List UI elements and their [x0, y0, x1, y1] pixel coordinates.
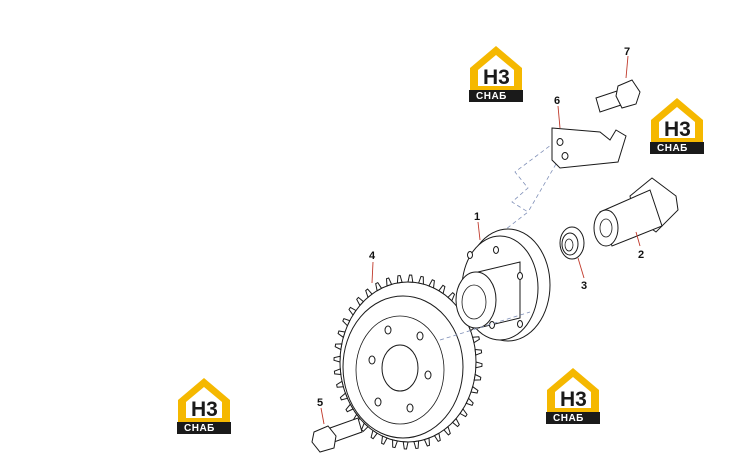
- gear-tooth: [472, 336, 480, 344]
- callout-1: 1: [474, 211, 480, 223]
- gear-tooth: [342, 317, 351, 327]
- gear-tooth: [333, 355, 341, 363]
- hub-flange: [455, 228, 551, 342]
- gear-tooth: [470, 385, 479, 394]
- watermark-logo: H3 СНАБ: [177, 378, 231, 434]
- spur-gear: [333, 274, 483, 450]
- leader-line-7: [625, 55, 629, 79]
- mounting-bracket: [551, 127, 627, 169]
- gear-tooth: [396, 274, 403, 284]
- leader-line-3: [577, 257, 585, 279]
- gear-tooth: [451, 417, 460, 428]
- gear-tooth: [447, 292, 456, 302]
- callout-2: 2: [638, 249, 644, 261]
- svg-text:H3: H3: [483, 66, 510, 89]
- gear-tooth: [336, 380, 344, 388]
- gear-tooth: [473, 373, 482, 381]
- gear-tooth: [339, 392, 349, 401]
- gear-tooth: [392, 439, 399, 449]
- svg-text:СНАБ: СНАБ: [657, 143, 688, 154]
- svg-text:СНАБ: СНАБ: [184, 423, 215, 434]
- hex-bolt-lower: [311, 417, 363, 453]
- gear-tooth: [413, 440, 420, 450]
- axis-line: [439, 311, 531, 341]
- gear-tooth: [474, 348, 483, 356]
- gear-tooth: [348, 306, 357, 316]
- gear-tooth: [433, 432, 441, 443]
- svg-text:СНАБ: СНАБ: [476, 91, 507, 102]
- watermark-logo: H3 СНАБ: [469, 46, 523, 102]
- leader-line-6: [557, 105, 561, 129]
- svg-text:H3: H3: [560, 388, 587, 411]
- gear-tooth: [333, 368, 342, 376]
- leader-line-1: [477, 221, 481, 241]
- coupler-nut: [593, 177, 679, 247]
- callout-4: 4: [369, 250, 376, 262]
- gear-tooth: [337, 330, 346, 339]
- watermark-logo: H3 СНАБ: [650, 98, 704, 154]
- leader-line-4: [371, 261, 374, 284]
- gear-tooth: [385, 277, 393, 287]
- gear-tooth: [423, 437, 431, 447]
- gear-tooth: [375, 281, 383, 292]
- leader-line-2: [635, 231, 641, 247]
- watermark-logo: H3 СНАБ: [546, 368, 600, 424]
- svg-text:H3: H3: [664, 118, 691, 141]
- gear-tooth: [407, 274, 414, 283]
- assembly-path-line: [527, 151, 564, 213]
- gear-tooth: [381, 435, 388, 445]
- callout-7: 7: [624, 46, 630, 58]
- gear-tooth: [438, 284, 446, 295]
- gear-tooth: [356, 296, 365, 307]
- gear-tooth: [465, 397, 474, 407]
- assembly-path-line: [491, 141, 556, 241]
- leader-line-5: [320, 407, 325, 425]
- gear-tooth: [345, 403, 354, 413]
- svg-text:H3: H3: [191, 398, 218, 421]
- washer: [559, 226, 585, 260]
- gear-tooth: [459, 408, 468, 418]
- gear-tooth: [370, 429, 378, 440]
- svg-text:СНАБ: СНАБ: [553, 413, 584, 424]
- gear-tooth: [475, 361, 483, 369]
- callout-6: 6: [554, 95, 560, 107]
- callout-5: 5: [317, 397, 323, 409]
- gear-tooth: [417, 275, 424, 285]
- gear-tooth: [334, 343, 343, 351]
- gear-tooth: [428, 279, 435, 289]
- gear-tooth: [365, 288, 373, 299]
- hex-bolt-upper: [595, 79, 641, 113]
- gear-tooth: [402, 441, 409, 450]
- callout-3: 3: [581, 280, 587, 292]
- gear-tooth: [443, 425, 451, 436]
